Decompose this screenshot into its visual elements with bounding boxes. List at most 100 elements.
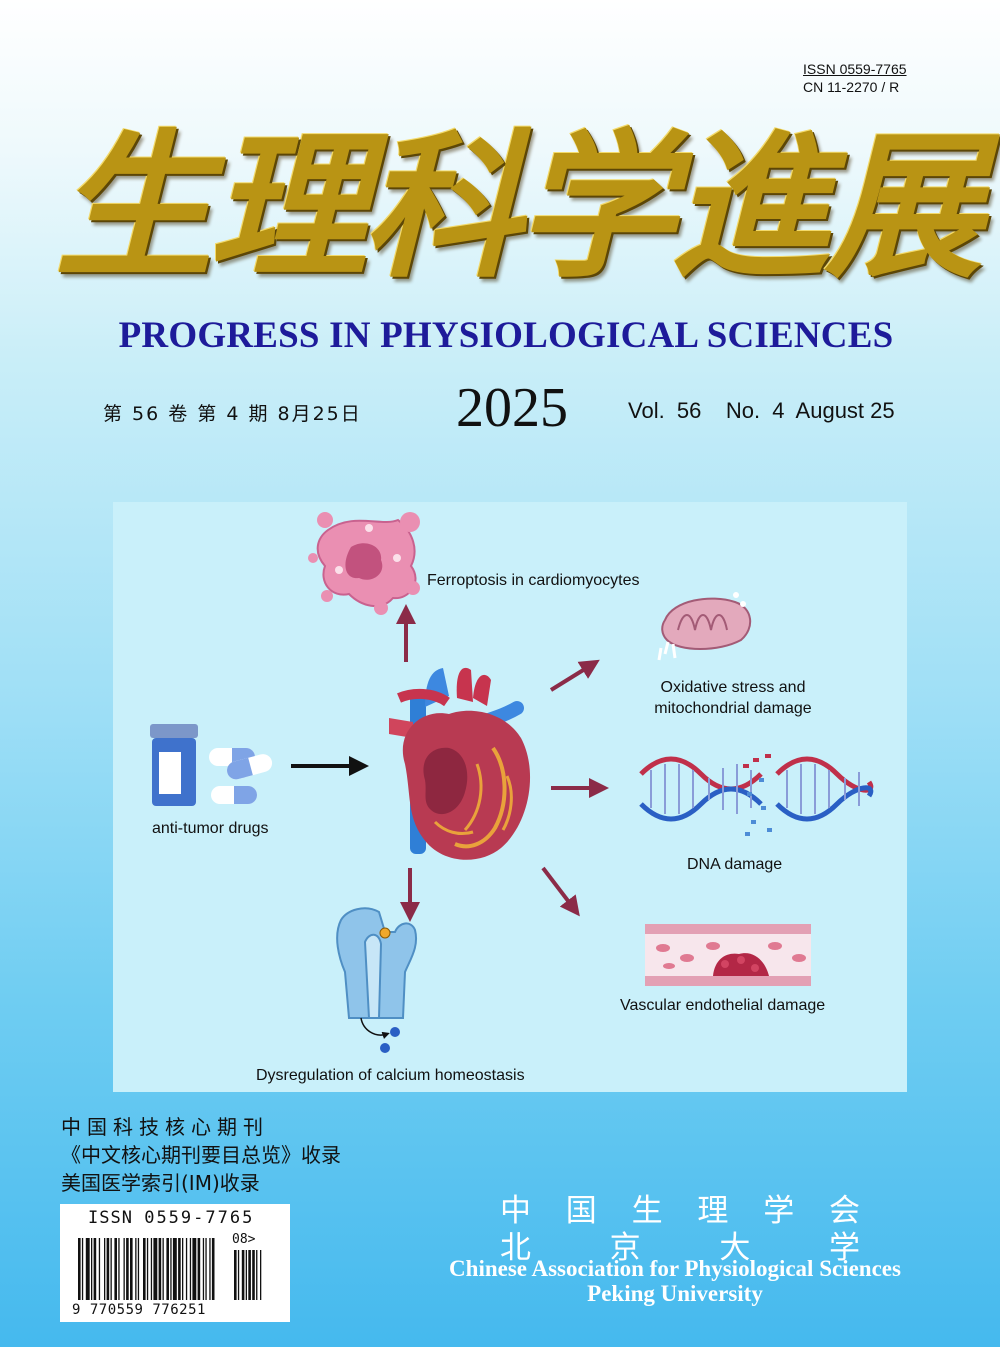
barcode-bar [189, 1238, 192, 1300]
publisher-char: 学 [828, 1230, 860, 1266]
publisher-char: 国 [565, 1193, 597, 1229]
barcode-bar [185, 1238, 188, 1300]
label-anti-tumor-drugs: anti-tumor drugs [152, 820, 269, 837]
barcode-bar [150, 1238, 153, 1300]
barcode-bar [93, 1238, 97, 1300]
barcode-bar [143, 1238, 146, 1300]
label-ferroptosis: Ferroptosis in cardiomyocytes [427, 572, 640, 589]
barcode-bar [135, 1238, 137, 1300]
barcode-issn-prefix: ISSN [88, 1208, 133, 1228]
dna-icon [639, 754, 874, 836]
barcode-bar [205, 1238, 207, 1300]
barcode-issn: ISSN 0559-7765 [88, 1208, 254, 1228]
title-char: 進 [671, 115, 829, 300]
barcode-bar [126, 1238, 129, 1300]
label-oxidative-line1: Oxidative stress and [660, 679, 806, 696]
barcode-bar [178, 1238, 181, 1300]
barcode-bar [211, 1238, 215, 1300]
issue-year: 2025 [456, 377, 568, 439]
barcode-bar [209, 1238, 211, 1300]
mitochondrion-icon [657, 592, 751, 661]
barcode-addon-bar [245, 1250, 247, 1300]
barcode-addon-bar [237, 1250, 240, 1300]
capsule-icons [209, 748, 273, 804]
blood-vessel-icon [645, 924, 811, 986]
barcode-bar [202, 1238, 205, 1300]
barcode-bar [162, 1238, 164, 1300]
publisher-char: 理 [697, 1193, 729, 1229]
publisher-char: 中 [500, 1193, 531, 1229]
label-calcium-homeostasis: Dysregulation of calcium homeostasis [256, 1067, 525, 1084]
publisher-en-line2: Peking University [587, 1281, 763, 1306]
issue-info-chinese: 第 56 卷 第 4 期 8月25日 [103, 403, 362, 425]
title-char: 展 [825, 115, 983, 300]
barcode-bar [114, 1238, 117, 1300]
barcode-bar [118, 1238, 120, 1300]
barcode-addon-bar [234, 1250, 237, 1300]
publisher-char: 学 [763, 1193, 795, 1229]
journal-title-english: PROGRESS IN PHYSIOLOGICAL SCIENCES [118, 315, 894, 356]
barcode-addon-bar [260, 1250, 262, 1300]
barcode-digits: 9 770559 776251 [72, 1302, 206, 1318]
barcode: ISSN 0559-7765 9 770559 776251 08> [60, 1204, 290, 1322]
indexing-line3: 美国医学索引(IM)收录 [61, 1171, 260, 1195]
barcode-bar [197, 1238, 201, 1300]
journal-title-chinese: 生 理 科 学 進 展 [55, 108, 983, 308]
barcode-bar [170, 1238, 172, 1300]
label-oxidative-stress: Oxidative stress and mitochondrial damag… [613, 677, 853, 719]
barcode-addon-bar [256, 1250, 258, 1300]
title-char: 理 [209, 115, 367, 300]
barcode-addon-bar [241, 1250, 245, 1300]
label-vascular-damage: Vascular endothelial damage [620, 997, 826, 1014]
barcode-bar [130, 1238, 133, 1300]
publisher-en-line1: Chinese Association for Physiological Sc… [449, 1256, 901, 1281]
barcode-addon-bar [248, 1250, 251, 1300]
issn-cn-block: ISSN 0559-7765 CN 11-2270 / R [803, 60, 907, 96]
barcode-bar [172, 1238, 177, 1300]
arrow-to-vascular [541, 866, 580, 917]
barcode-bar [98, 1238, 101, 1300]
barcode-bar [81, 1238, 84, 1300]
barcode-bar [104, 1238, 106, 1300]
barcode-bar [182, 1238, 184, 1300]
calcium-channel-icon [336, 907, 417, 1053]
barcode-bar [91, 1238, 93, 1300]
cover-illustration: Ferroptosis in cardiomyocytes Oxidative … [113, 502, 907, 1092]
barcode-bars [78, 1238, 262, 1300]
barcode-bar [166, 1238, 169, 1300]
publisher-cn-line1: 中 国 生 理 学 会 [500, 1185, 860, 1230]
illustration-graphics [150, 512, 874, 1053]
barcode-bar [106, 1238, 110, 1300]
barcode-bar [158, 1238, 162, 1300]
publisher-char: 京 [609, 1230, 641, 1266]
issn-line: ISSN 0559-7765 [803, 61, 907, 77]
publisher-char: 生 [631, 1193, 663, 1229]
barcode-bar [192, 1238, 197, 1300]
barcode-bar [146, 1238, 149, 1300]
publisher-char: 大 [719, 1230, 751, 1266]
publisher-cn-line2: 北 京 大 学 [500, 1222, 860, 1267]
arrow-to-oxidative [549, 659, 600, 692]
publisher-char: 北 [500, 1230, 531, 1266]
publisher-char: 会 [828, 1193, 860, 1229]
title-char: 生 [55, 115, 213, 300]
cn-line: CN 11-2270 / R [803, 79, 900, 95]
barcode-bar [78, 1238, 81, 1300]
label-dna-damage: DNA damage [687, 856, 783, 873]
drug-bottle-icon [150, 724, 198, 806]
ferroptosis-cell-icon [308, 512, 420, 615]
barcode-bar [153, 1238, 158, 1300]
heart-icon [389, 667, 531, 860]
title-char: 学 [517, 115, 675, 300]
label-oxidative-line2: mitochondrial damage [654, 700, 812, 717]
barcode-bar [137, 1238, 140, 1300]
indexing-line1: 中国科技核心期刊 [61, 1115, 269, 1139]
barcode-bar [123, 1238, 125, 1300]
barcode-bar [85, 1238, 90, 1300]
barcode-bar [110, 1238, 112, 1300]
title-char: 科 [363, 115, 521, 300]
barcode-addon: 08> [232, 1232, 256, 1247]
indexing-info: 中国科技核心期刊 《中文核心期刊要目总览》收录 美国医学索引(IM)收录 [61, 1113, 341, 1197]
barcode-addon-bar [252, 1250, 255, 1300]
